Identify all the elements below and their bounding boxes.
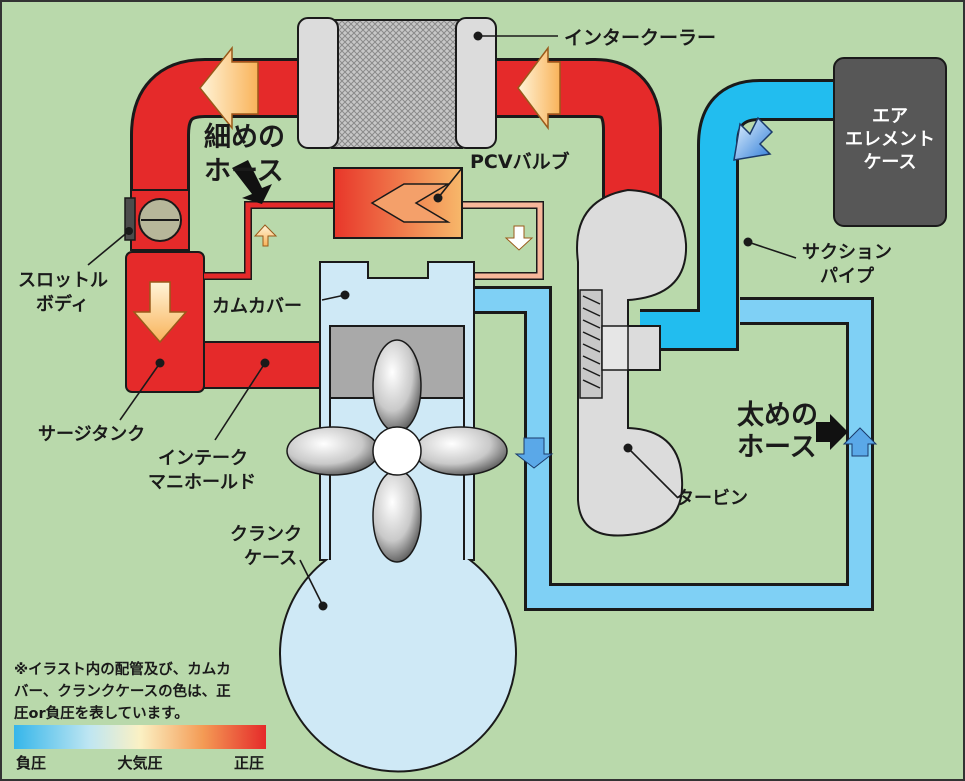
label-crankcase-1: クランク (230, 524, 302, 545)
crank-lobe-right (414, 426, 508, 476)
thin-hose (204, 202, 338, 279)
label-suction-1: サクション (802, 242, 892, 263)
pointer-arrow-thick-icon (816, 414, 848, 450)
pressure-legend-bar (14, 725, 266, 749)
note-line-2: バー、クランクケースの色は、正 (14, 682, 231, 700)
label-thick-hose-1: 太めの (737, 400, 818, 431)
legend-negative: 負圧 (16, 754, 46, 772)
crank-center (372, 426, 422, 476)
ic-inlet-pipe (495, 61, 659, 205)
label-element-case-2: エレメント (845, 129, 935, 150)
label-turbine: タービン (676, 488, 748, 509)
crank-lobe-bottom (372, 469, 422, 563)
throttle-body (124, 189, 190, 251)
label-thin-hose-1: 細めの (204, 122, 285, 153)
label-throttle-2: ボディ (36, 293, 89, 315)
label-cam-cover: カムカバー (212, 296, 302, 317)
lead-dot-throttle (125, 227, 133, 235)
intercooler (297, 17, 497, 149)
label-crankcase-2: ケース (244, 548, 297, 569)
flow-arrow-left-icon (199, 45, 259, 131)
crank-lobe-left (286, 426, 380, 476)
label-element-case-1: エア (872, 106, 908, 127)
label-suction-2: パイプ (820, 265, 875, 287)
label-pcv-valve: PCVバルブ (470, 150, 570, 173)
pointer-arrow-thin-icon (232, 160, 272, 204)
lead-dot-surge (155, 358, 165, 368)
lead-dot-intake (260, 358, 270, 368)
air-element-case (833, 57, 947, 227)
legend-positive: 正圧 (234, 754, 264, 772)
lead-dot-crankcase (318, 601, 328, 611)
flow-arrow-left-2-icon (517, 45, 561, 131)
lead-dot-turbine (623, 443, 633, 453)
flow-arrow-down-small-icon (504, 225, 534, 251)
label-intake-1: インテーク (158, 448, 248, 469)
thick-hose (470, 289, 871, 608)
flow-arrow-up-blue-icon (842, 427, 878, 457)
engine (279, 261, 517, 773)
flow-arrow-down-blue-icon (514, 437, 554, 469)
pcv-return-hose (458, 202, 543, 279)
lead-dot-intercooler (473, 31, 483, 41)
label-intake-2: マニホールド (148, 472, 256, 493)
label-throttle-1: スロットル (18, 270, 108, 291)
crank-lobe-top (372, 339, 422, 433)
label-thin-hose-2: ホース (204, 156, 284, 187)
note-line-3: 圧or負圧を表しています。 (14, 704, 189, 722)
suction-pipe (640, 82, 840, 348)
label-intercooler: インタークーラー (564, 27, 716, 49)
note-line-1: ※イラスト内の配管及び、カムカ (14, 660, 231, 678)
pcv-valve (333, 167, 463, 239)
legend-atmospheric: 大気圧 (117, 754, 162, 772)
lead-dot-cam (340, 290, 350, 300)
lead-dot-pcv (433, 193, 443, 203)
label-element-case-3: ケース (863, 152, 916, 173)
flow-arrow-up-small-icon (253, 224, 278, 247)
flow-arrow-down-icon (132, 281, 188, 344)
label-thick-hose-2: ホース (737, 432, 817, 463)
label-surge-tank: サージタンク (38, 424, 145, 445)
flow-arrow-blue-icon (733, 116, 774, 161)
lead-dot-suction (743, 237, 753, 247)
turbocharger (576, 188, 688, 537)
